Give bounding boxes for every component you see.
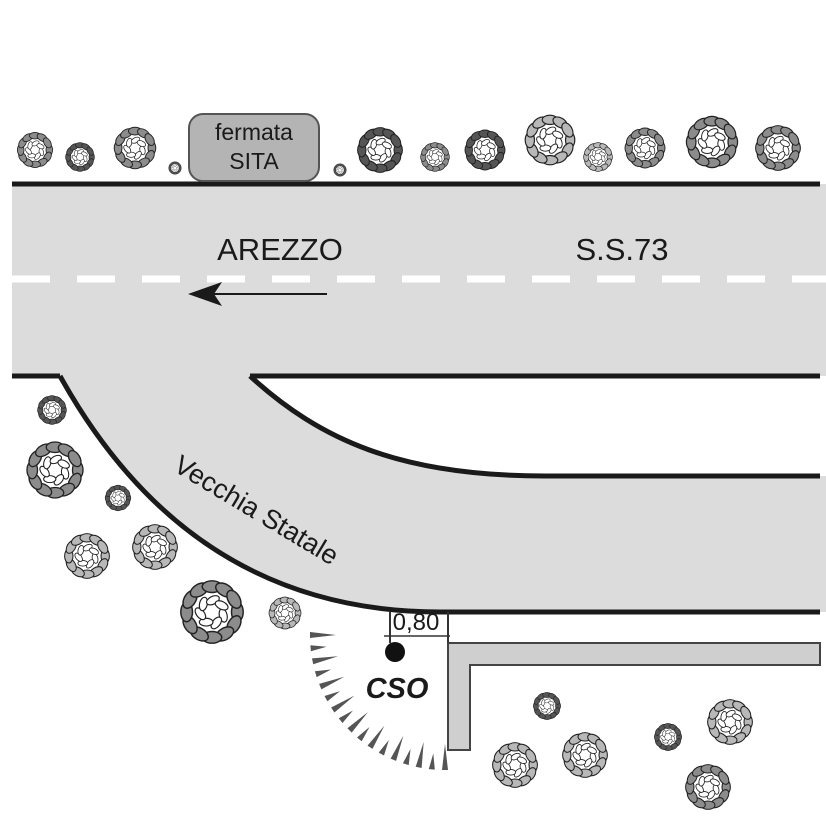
- hatch-mark: [310, 632, 336, 638]
- shrub-icon: [561, 731, 609, 779]
- shrub-icon: [179, 579, 245, 645]
- shrub-icon: [524, 114, 576, 166]
- hatch-mark: [402, 748, 411, 766]
- shrub-icon: [36, 394, 68, 426]
- side-road-inner-edge: [248, 374, 820, 479]
- marker-label: CSO: [366, 673, 429, 705]
- route-label: S.S.73: [575, 232, 668, 267]
- shrub-icon: [63, 532, 111, 580]
- bus-stop-line2: SITA: [229, 148, 279, 174]
- hatch-mark: [357, 727, 370, 742]
- hatch-mark: [428, 753, 435, 770]
- distance-label: 0,80: [393, 609, 440, 636]
- shrub-icon: [653, 722, 683, 752]
- shrub-icon: [25, 440, 85, 500]
- shrub-icon: [624, 127, 666, 169]
- shrub-icon: [684, 763, 732, 811]
- shrub-icon: [356, 126, 404, 174]
- shrub-icon: [532, 691, 562, 721]
- hatch-mark: [319, 676, 345, 690]
- hatch-mark: [324, 691, 341, 702]
- shrub-icon: [333, 163, 347, 177]
- shrub-icon: [464, 129, 506, 171]
- direction-arrow-icon: [188, 282, 327, 306]
- shrub-icon: [754, 124, 802, 172]
- shrub-icon: [491, 741, 539, 789]
- embankment-hatch: [310, 632, 448, 770]
- shrub-icon: [582, 141, 614, 173]
- hatch-mark: [415, 741, 424, 768]
- side-road-outer-edge: [57, 374, 820, 615]
- hatch-mark: [378, 739, 389, 756]
- bus-stop-badge: [188, 113, 320, 182]
- hatch-mark: [390, 735, 404, 761]
- sidewalk-wall: [447, 642, 821, 751]
- shrub-icon: [685, 115, 739, 169]
- hatch-mark: [347, 712, 368, 733]
- point-marker-icon: [385, 642, 405, 662]
- shrub-icon: [268, 596, 302, 630]
- bus-stop-sign: fermata SITA: [188, 113, 320, 182]
- hatch-mark: [312, 656, 339, 665]
- shrub-icon: [16, 131, 54, 169]
- shrub-icon: [113, 126, 157, 170]
- hatch-mark: [310, 645, 327, 652]
- shrub-icon: [419, 141, 451, 173]
- shrub-icon: [64, 141, 96, 173]
- shrub-icon: [706, 698, 754, 746]
- hatch-mark: [442, 744, 448, 770]
- shrub-icon: [168, 161, 182, 175]
- hatch-mark: [331, 695, 355, 713]
- bus-stop-line1: fermata: [215, 119, 293, 145]
- hatch-mark: [314, 669, 332, 678]
- direction-label: AREZZO: [217, 232, 343, 267]
- shrub-icon: [104, 484, 132, 512]
- shrub-icon: [131, 523, 179, 571]
- hatch-mark: [338, 710, 353, 723]
- hatch-mark: [367, 725, 385, 749]
- side-road: [60, 376, 826, 612]
